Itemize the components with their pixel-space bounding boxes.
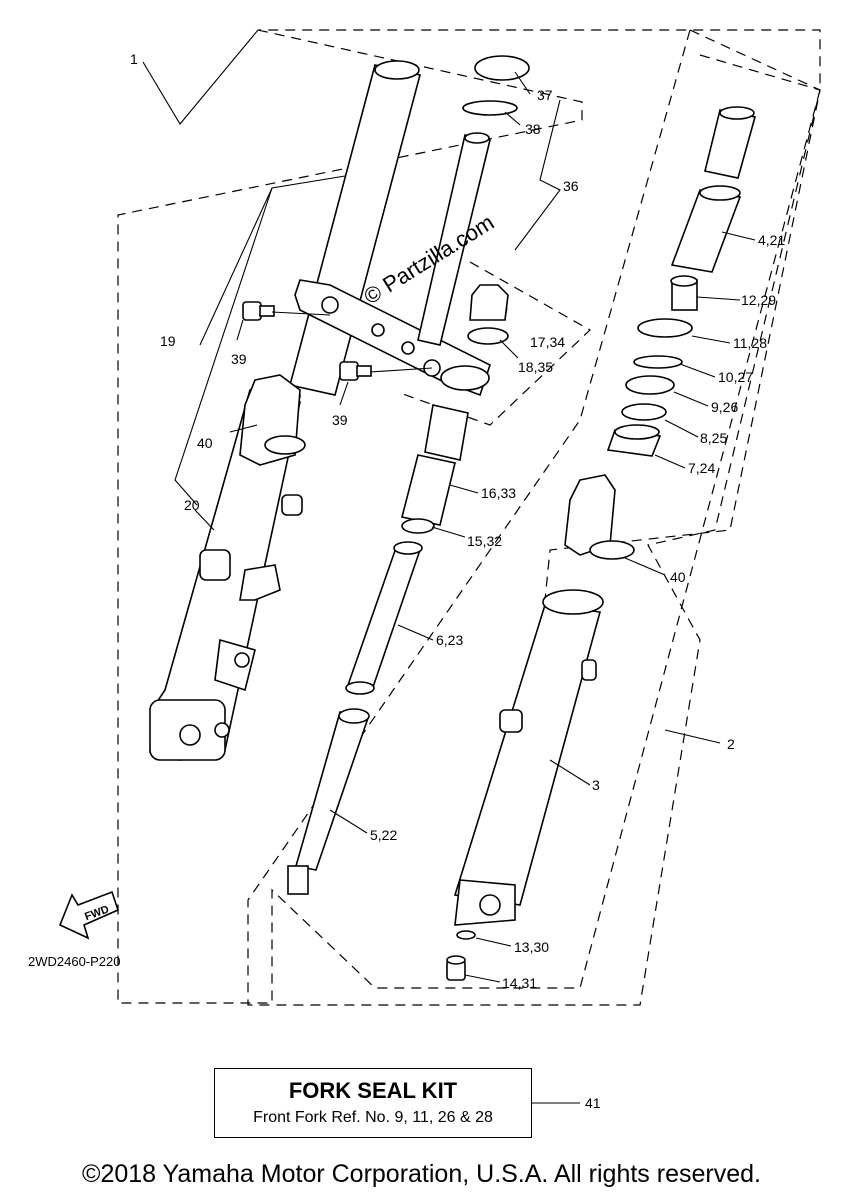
slide-bushing	[704, 106, 757, 179]
copyright-footer: ©2018 Yamaha Motor Corporation, U.S.A. A…	[82, 1160, 761, 1188]
callout-13-30: 13,30	[514, 939, 549, 955]
callout-37: 37	[537, 87, 553, 103]
callout-18-35: 18,35	[518, 359, 553, 375]
callout-10-27: 10,27	[718, 369, 753, 385]
inner-tube-right	[453, 589, 604, 926]
callout-12-29: 12,29	[741, 292, 776, 308]
dust-seal-11-28	[637, 318, 693, 338]
fwd-arrow-icon: FWD	[58, 890, 119, 940]
callout-20: 20	[184, 497, 200, 513]
sub-assembly-seal-outline	[544, 54, 821, 601]
assembly-2-outline	[247, 29, 821, 1006]
bolt-39-upper	[242, 301, 275, 321]
callout-7-24: 7,24	[688, 460, 715, 476]
bolt-39-lower	[339, 361, 372, 381]
callout-3: 3	[592, 777, 600, 793]
callout-4-21: 4,21	[758, 232, 785, 248]
assembly-1-outline	[117, 29, 821, 1004]
collar-12-29	[670, 275, 698, 311]
washer-13-30	[456, 930, 476, 940]
callout-9-26: 9,26	[711, 399, 738, 415]
callout-40-left: 40	[197, 435, 213, 451]
oil-seal-9-26	[625, 375, 675, 395]
callout-1: 1	[130, 51, 138, 67]
stopper-ring-10-27	[633, 355, 683, 369]
callout-19: 19	[160, 333, 176, 349]
callout-2: 2	[727, 736, 735, 752]
callout-5-22: 5,22	[370, 827, 397, 843]
callout-14-31: 14,31	[502, 975, 537, 991]
callout-40-right: 40	[670, 569, 686, 585]
callout-36: 36	[563, 178, 579, 194]
callout-41: 41	[585, 1095, 601, 1111]
fork-cover-right	[564, 474, 635, 560]
collar-spacer	[401, 404, 469, 534]
callout-6-23: 6,23	[436, 632, 463, 648]
callout-39-lower: 39	[332, 412, 348, 428]
callout-15-32: 15,32	[467, 533, 502, 549]
damper-cartridge	[417, 55, 530, 346]
washer-8-25	[621, 403, 667, 421]
fork-seal-kit-box: FORK SEAL KIT Front Fork Ref. No. 9, 11,…	[214, 1068, 532, 1138]
bushing-4-21	[670, 185, 742, 273]
callout-11-28: 11,28	[733, 335, 767, 351]
diagram-code: 2WD2460-P220	[28, 954, 121, 969]
fork-cover-left	[239, 374, 306, 466]
callout-38: 38	[525, 121, 541, 137]
cap-bolt	[467, 284, 509, 345]
callout-17-34: 17,34	[530, 334, 565, 350]
kit-title: FORK SEAL KIT	[288, 1078, 458, 1103]
leader-lines	[142, 29, 756, 1104]
bushing-7-24	[606, 424, 662, 457]
callout-8-25: 8,25	[700, 430, 727, 446]
callout-39-upper: 39	[231, 351, 247, 367]
damper-rod	[287, 708, 370, 895]
bolt-14-31	[446, 955, 466, 981]
fork-spring	[345, 541, 423, 695]
kit-subtitle: Front Fork Ref. No. 9, 11, 26 & 28	[253, 1109, 493, 1126]
fork-bracket	[294, 279, 491, 397]
callout-16-33: 16,33	[481, 485, 516, 501]
